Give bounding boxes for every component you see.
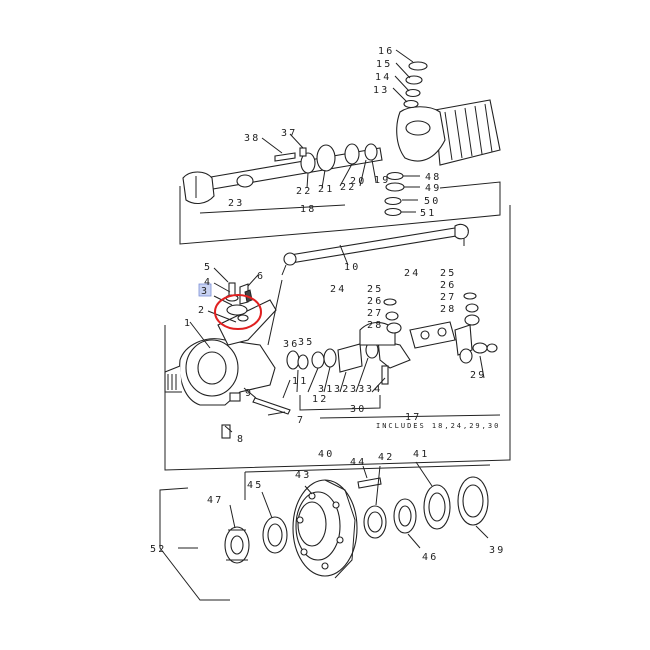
callout-22: 22 (340, 182, 356, 193)
callout-12: 12 (312, 394, 328, 405)
callout-13: 13 (373, 85, 389, 96)
callout-49: 49 (425, 183, 441, 194)
callout-36: 36 (283, 339, 299, 350)
callout-9: 9 (245, 388, 253, 399)
callout-52: 52 (150, 544, 166, 555)
callout-29: 29 (470, 370, 486, 381)
bracket-18 (179, 181, 501, 245)
callout-32: 32 (334, 384, 350, 395)
callout-39: 39 (489, 545, 505, 556)
callout-26b: 26 (440, 280, 456, 291)
callout-10: 10 (344, 262, 360, 273)
callout-47: 47 (207, 495, 223, 506)
part-3-red-circle (214, 294, 262, 330)
callout-31: 31 (318, 384, 334, 395)
callout-21: 21 (318, 184, 334, 195)
callout-7: 7 (297, 415, 305, 426)
callout-35: 35 (298, 337, 314, 348)
callout-6: 6 (257, 271, 265, 282)
leader-lines (178, 49, 489, 549)
callout-40: 40 (318, 449, 334, 460)
callout-18: 18 (300, 204, 316, 215)
center-linkage-group (286, 292, 498, 385)
callout-41: 41 (413, 449, 429, 460)
callout-24b: 24 (404, 268, 420, 279)
callout-37: 37 (281, 128, 297, 139)
callout-3-highlight (198, 283, 212, 297)
callout-33: 33 (350, 384, 366, 395)
callout-25a: 25 (367, 284, 383, 295)
callout-42: 42 (378, 452, 394, 463)
callout-20-visible: 20 (350, 176, 366, 187)
callout-45: 45 (247, 480, 263, 491)
callout-28a: 28 (367, 320, 383, 331)
callout-25b: 25 (440, 268, 456, 279)
callout-44: 44 (350, 457, 366, 468)
callout-27a: 27 (367, 308, 383, 319)
callout-51: 51 (420, 208, 436, 219)
callout-labels-extra: 20 19 (350, 175, 390, 187)
bracket-40-52 (159, 464, 491, 601)
callout-3: 3 (201, 286, 209, 297)
hub-group (224, 476, 489, 579)
steering-knuckle-group (164, 279, 291, 439)
callout-50: 50 (424, 196, 440, 207)
callout-23: 23 (228, 198, 244, 209)
callout-22: 22 (296, 186, 312, 197)
callout-8: 8 (237, 434, 245, 445)
callout-15: 15 (376, 59, 392, 70)
callout-19-visible: 19 (374, 175, 390, 186)
callout-28b: 28 (440, 304, 456, 315)
callout-30: 30 (350, 404, 366, 415)
callout-34: 34 (366, 384, 382, 395)
callout-16: 16 (378, 46, 394, 57)
callout-2: 2 (198, 305, 206, 316)
callout-5: 5 (204, 262, 212, 273)
includes-note: INCLUDES 18,24,29,30 (376, 422, 500, 430)
callout-38: 38 (244, 133, 260, 144)
tie-rod-group (281, 223, 469, 276)
axle-shaft-group (182, 61, 501, 217)
callout-17: 17 (405, 412, 421, 423)
callout-labels: 16 15 14 13 38 37 22 21 22 20 19 48 49 5… (150, 46, 505, 563)
callout-26a: 26 (367, 296, 383, 307)
callout-48: 48 (425, 172, 441, 183)
callout-14: 14 (375, 72, 391, 83)
callout-11: 11 (292, 376, 308, 387)
callout-46: 46 (422, 552, 438, 563)
callout-27b: 27 (440, 292, 456, 303)
callout-4: 4 (204, 277, 212, 288)
callout-1: 1 (184, 318, 192, 329)
bracket-17-30 (164, 205, 511, 471)
callout-24a: 24 (330, 284, 346, 295)
callout-43: 43 (295, 470, 311, 481)
